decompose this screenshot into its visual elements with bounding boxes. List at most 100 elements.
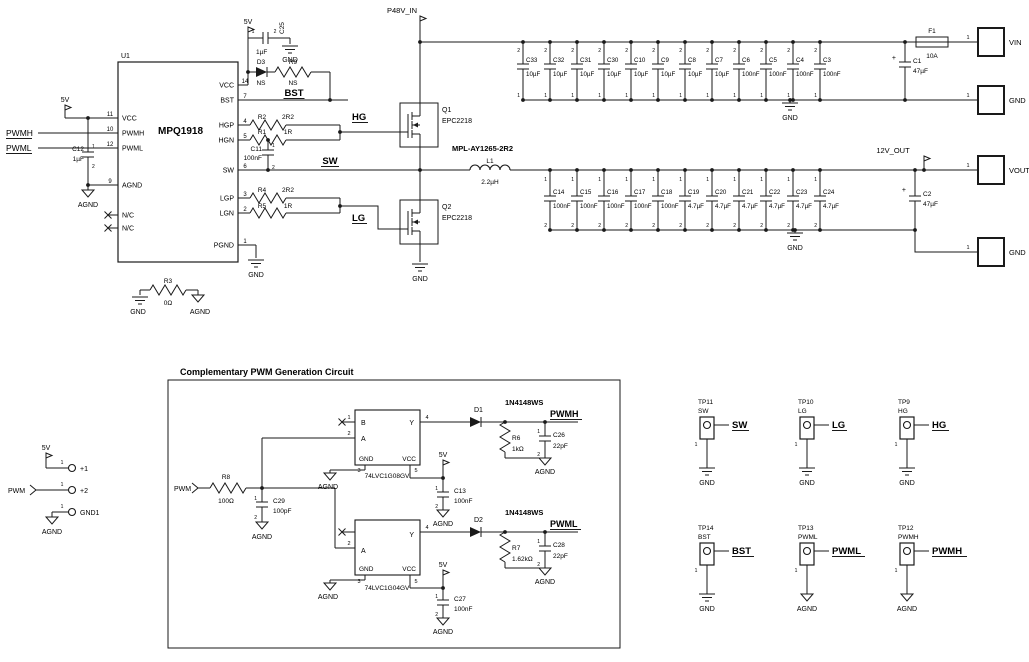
pin-number: 1 bbox=[733, 93, 736, 99]
resistor-r5 bbox=[249, 207, 287, 219]
l1-val: 2.2µH bbox=[481, 179, 499, 186]
pin-number: 1 bbox=[92, 144, 95, 150]
pin-number: 2 bbox=[92, 164, 95, 170]
gnd-label: GND bbox=[248, 272, 264, 279]
testpoint-pin-label: PWMH bbox=[898, 534, 919, 541]
pin-number: 5 bbox=[414, 579, 417, 585]
testpoint-pad bbox=[802, 420, 812, 430]
cap-val: 100nF bbox=[742, 71, 760, 78]
pin-number: 1 bbox=[760, 93, 763, 99]
pin-number: 1 bbox=[598, 177, 601, 183]
u1-body bbox=[117, 61, 239, 263]
wire bbox=[914, 230, 978, 253]
cap-ref: C16 bbox=[607, 189, 619, 196]
agnd-label: AGND bbox=[535, 579, 555, 586]
resistor-r9 bbox=[274, 66, 312, 78]
net-chevron bbox=[191, 482, 199, 489]
pin-number: 2 bbox=[544, 48, 547, 54]
pin-number: 1 bbox=[787, 177, 790, 183]
pin-number: 2 bbox=[544, 223, 547, 229]
q1-val: EPC2218 bbox=[442, 118, 472, 125]
pin-number: 1 bbox=[517, 93, 520, 99]
cap-ref: C32 bbox=[553, 57, 565, 64]
pin-number: 1 bbox=[571, 93, 574, 99]
pin-number: 1 bbox=[787, 93, 790, 99]
u3-part-label: 74LVC1G04GV bbox=[365, 585, 410, 592]
agnd-symbol bbox=[537, 457, 553, 466]
pin-number: 2 bbox=[787, 48, 790, 54]
pin-number: 1 bbox=[347, 415, 350, 421]
c2-val: 47µF bbox=[923, 201, 938, 208]
c13-ref: C13 bbox=[454, 488, 466, 495]
gnd-label: GND bbox=[782, 115, 798, 122]
l1-part-label: MPL-AY1265-2R2 bbox=[452, 144, 513, 153]
cap-ref: C10 bbox=[634, 57, 646, 64]
agnd-symbol bbox=[44, 516, 60, 525]
c13-val: 100nF bbox=[454, 498, 472, 505]
pin-number: 1 bbox=[966, 163, 969, 169]
c1-ref: C1 bbox=[913, 58, 922, 65]
diode-d2 bbox=[470, 527, 481, 537]
pin-number: 2 bbox=[706, 48, 709, 54]
u1-pin-number: 11 bbox=[107, 112, 114, 118]
u1-pin-name: LGN bbox=[220, 211, 234, 218]
gnd-label: GND bbox=[412, 276, 428, 283]
testpoint-ref: TP14 bbox=[698, 525, 714, 532]
u3-pin-a: A bbox=[361, 548, 366, 555]
u1-pin-name: HGP bbox=[219, 123, 235, 130]
agnd-symbol bbox=[435, 617, 451, 626]
pin-number: 1 bbox=[652, 93, 655, 99]
junction-dot bbox=[903, 98, 907, 102]
pin-number: 2 bbox=[571, 48, 574, 54]
gnd-label: GND bbox=[699, 480, 715, 487]
header-pin-2 bbox=[67, 485, 77, 495]
cap-val: 10µF bbox=[607, 71, 621, 78]
cap-val: 10µF bbox=[526, 71, 540, 78]
net-label-lg: LG bbox=[352, 213, 365, 224]
pin-number: 1 bbox=[966, 93, 969, 99]
agnd-label: AGND bbox=[78, 202, 98, 209]
cap-val: 10µF bbox=[634, 71, 648, 78]
pin-number: 2 bbox=[537, 452, 540, 458]
cap-ref: C19 bbox=[688, 189, 700, 196]
agnd-label: AGND bbox=[433, 521, 453, 528]
power-flag bbox=[442, 569, 451, 576]
pin-number: 2 bbox=[571, 223, 574, 229]
agnd-label: AGND bbox=[797, 606, 817, 613]
pin-number: 1 bbox=[814, 93, 817, 99]
q2-val: EPC2218 bbox=[442, 215, 472, 222]
pin-number: 2 bbox=[652, 223, 655, 229]
pin-number: 2 bbox=[272, 165, 275, 171]
d1-val: 1N4148WS bbox=[505, 398, 543, 407]
no-connect-x bbox=[104, 211, 112, 219]
cap-val: 10µF bbox=[553, 71, 567, 78]
u2-pin-vcc: VCC bbox=[402, 456, 416, 463]
u1-pin-name: VCC bbox=[219, 83, 234, 90]
power-net-label: 5V bbox=[42, 445, 51, 452]
cap-val: 4.7µF bbox=[823, 203, 839, 210]
r8-ref: R8 bbox=[222, 474, 231, 481]
pin-number: 2 bbox=[598, 223, 601, 229]
pin-number: 1 bbox=[272, 143, 275, 149]
pin-number: 2 bbox=[537, 562, 540, 568]
cap-val: 4.7µF bbox=[715, 203, 731, 210]
agnd-label: AGND bbox=[433, 629, 453, 636]
c26-val: 22pF bbox=[553, 443, 568, 450]
agnd-symbol bbox=[190, 294, 206, 303]
u2-body bbox=[354, 409, 421, 466]
pin-number: 1 bbox=[679, 177, 682, 183]
power-flag bbox=[64, 104, 73, 111]
gnd-label: GND bbox=[787, 245, 803, 252]
resistor-r6 bbox=[499, 421, 511, 453]
pin-number: 2 bbox=[254, 515, 257, 521]
pin-number: 2 bbox=[598, 48, 601, 54]
c25-val: 1µF bbox=[256, 49, 267, 56]
agnd-label: AGND bbox=[190, 309, 210, 316]
connector-label-vin: VIN bbox=[1009, 38, 1022, 47]
pin-number: 2 bbox=[625, 223, 628, 229]
c12-val: 1µF bbox=[73, 156, 84, 163]
pin-number: 1 bbox=[695, 442, 698, 448]
testpoint-net-label: SW bbox=[732, 420, 747, 431]
u1-pin-number: 6 bbox=[243, 164, 247, 170]
